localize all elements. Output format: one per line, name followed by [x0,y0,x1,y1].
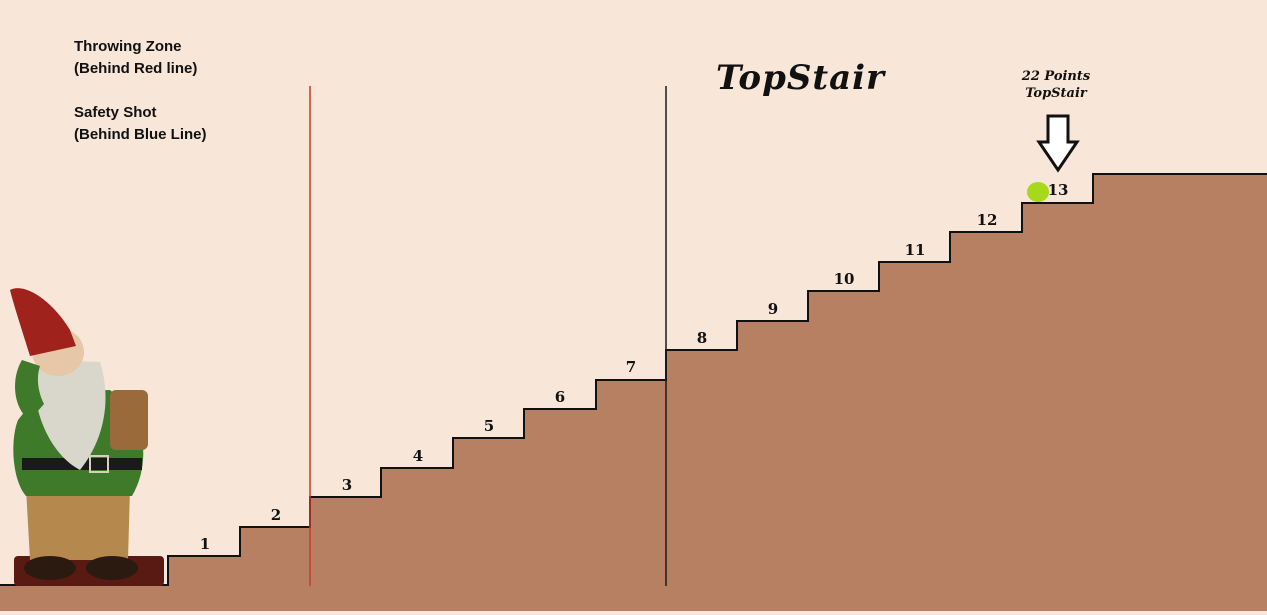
callout-name: TopStair [1025,86,1087,101]
safety-shot-subtitle: (Behind Blue Line) [74,126,207,143]
step-label-11: 11 [905,241,926,259]
safety-shot-note: Safety Shot (Behind Blue Line) [74,102,207,146]
diagram-title: TopStair [716,58,885,98]
step-label-8: 8 [697,329,707,347]
step-label-4: 4 [413,447,423,465]
ball-marker [1027,182,1049,202]
staircase-outline [0,173,1267,586]
step-label-7: 7 [626,358,636,376]
down-arrow-icon [1036,114,1080,173]
staircase [0,174,1267,611]
step-label-10: 10 [834,270,855,288]
step-label-13: 13 [1048,181,1069,199]
top-stair-callout: 22 Points TopStair [1004,68,1108,102]
step-label-12: 12 [977,211,998,229]
step-label-6: 6 [555,388,565,406]
step-label-9: 9 [768,300,778,318]
throwing-zone-note: Throwing Zone (Behind Red line) [74,36,197,80]
gnome-figure [10,288,164,586]
callout-points: 22 Points [1021,69,1091,84]
throwing-zone-subtitle: (Behind Red line) [74,60,198,77]
step-label-1: 1 [200,535,210,553]
step-label-5: 5 [484,417,494,435]
throwing-zone-title: Throwing Zone [74,38,182,55]
step-label-2: 2 [271,506,281,524]
safety-shot-title: Safety Shot [74,104,157,121]
step-label-3: 3 [342,476,352,494]
